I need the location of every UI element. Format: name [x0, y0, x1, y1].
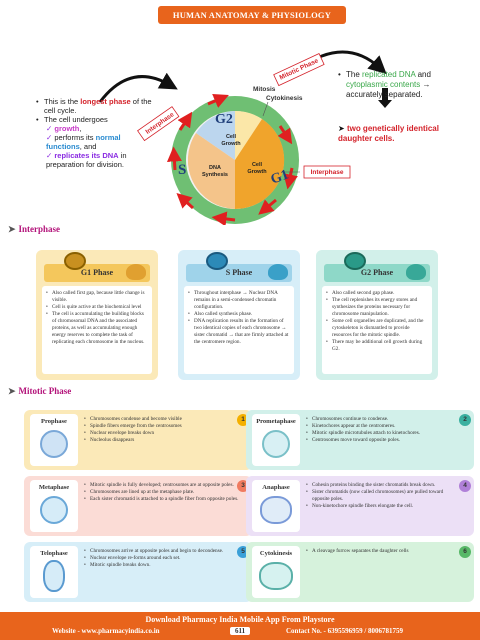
g2-sector	[196, 111, 235, 160]
cell-cycle-diagram	[98, 50, 392, 227]
g2-card: G2 Phase Also called second gap phase. T…	[316, 250, 438, 380]
note-longest-phase: This is the longest phase of the cell cy…	[36, 97, 154, 115]
g2-label: G2	[215, 112, 233, 127]
interphase-heading: ➤Interphase	[8, 224, 61, 234]
mitotic-heading: ➤Mitotic Phase	[8, 386, 72, 396]
cytokinesis-number: 6	[459, 546, 471, 558]
anaphase-card: Anaphase Cohesin proteins binding the si…	[246, 476, 474, 536]
cytokinesis-card: Cytokinesis A cleavage furrow separates …	[246, 542, 474, 602]
g1-cell-icon	[64, 252, 86, 270]
page-header: HUMAN ANATOMAY & PHYSIOLOGY	[158, 6, 346, 24]
footer-contact: Contact No. - 6395596959 / 8006781759	[286, 627, 404, 635]
g2-cell-icon	[344, 252, 366, 270]
metaphase-image: Metaphase	[30, 480, 78, 532]
prophase-card: Prophase Chromosomes condense and become…	[24, 410, 252, 470]
cytokinesis-cell-icon	[259, 562, 293, 590]
mitosis-sector	[235, 110, 262, 160]
telophase-card: Telophase Chromosomes arrive at opposite…	[24, 542, 252, 602]
telophase-image: Telophase	[30, 546, 78, 598]
g1-bullets: Also called first gap, because little ch…	[42, 286, 152, 374]
anaphase-image: Anaphase	[252, 480, 300, 532]
check-replicates-dna: ✓ replicates its DNA in preparation for …	[46, 151, 127, 169]
s-bullets: Throughout interphase → Nuclear DNA rema…	[184, 286, 294, 374]
metaphase-name: Metaphase	[38, 484, 70, 491]
prophase-bullets: Chromosomes condense and become visible …	[84, 416, 240, 444]
note-replicated-dna: The replicated DNA and cytoplasmic conte…	[338, 70, 458, 100]
g2-bullets: Also called second gap phase. The cell r…	[322, 286, 432, 374]
note-undergoes: The cell undergoes	[36, 115, 154, 124]
prometaphase-number: 2	[459, 414, 471, 426]
telophase-bullets: Chromosomes arrive at opposite poles and…	[84, 548, 240, 569]
cytokinesis-bullets: A cleavage furrow separates the daughter…	[306, 548, 462, 555]
cytokinesis-image: Cytokinesis	[252, 546, 300, 598]
prophase-name: Prophase	[41, 418, 67, 425]
metaphase-card: Metaphase Mitotic spindle is fully devel…	[24, 476, 252, 536]
s-label: S	[178, 162, 187, 178]
prometaphase-image: Prometaphase	[252, 414, 300, 466]
prometaphase-card: Prometaphase Chromosomes continue to con…	[246, 410, 474, 470]
g1-card: G1 Phase Also called first gap, because …	[36, 250, 158, 380]
footer-website[interactable]: Website - www.pharmacyindia.co.in	[52, 627, 160, 635]
g1-organism-icon	[126, 264, 146, 280]
prophase-image: Prophase	[30, 414, 78, 466]
prometaphase-bullets: Chromosomes continue to condense. Kineto…	[306, 416, 462, 444]
note-daughter-cells: ➤ two genetically identical daughter cel…	[338, 124, 439, 143]
anaphase-bullets: Cohesin proteins binding the sister chro…	[306, 482, 462, 510]
interphase-label: Interphase	[310, 169, 344, 176]
page-number: 611	[230, 627, 251, 635]
interphase-notes: This is the longest phase of the cell cy…	[36, 97, 154, 169]
s-sector	[187, 133, 235, 209]
s-cell-icon	[206, 252, 228, 270]
cell-cycle-figure: Interphase Mitotic Phase Mitosis Cytokin…	[0, 30, 480, 227]
check-normal-functions: ✓ performs its normal functions, and	[46, 133, 121, 151]
prometaphase-name: Prometaphase	[256, 418, 296, 425]
prometaphase-cell-icon	[262, 430, 290, 458]
s-card: S Phase Throughout interphase → Nuclear …	[178, 250, 300, 380]
cytokinesis-label: Cytokinesis	[266, 95, 303, 102]
mitotic-notes: The replicated DNA and cytoplasmic conte…	[338, 70, 458, 144]
anaphase-cell-icon	[260, 496, 292, 524]
dna-synthesis: DNA Synthesis	[202, 165, 228, 178]
anaphase-number: 4	[459, 480, 471, 492]
metaphase-bullets: Mitotic spindle is fully developed; cent…	[84, 482, 240, 503]
anaphase-name: Anaphase	[262, 484, 290, 491]
cell-growth-top: Cell Growth	[221, 134, 241, 147]
metaphase-cell-icon	[40, 496, 68, 524]
cell-growth-right: Cell Growth	[247, 162, 267, 175]
g2-organism-icon	[406, 264, 426, 280]
prophase-cell-icon	[40, 430, 68, 458]
cytokinesis-name: Cytokinesis	[259, 550, 293, 557]
telophase-name: Telophase	[40, 550, 68, 557]
page-footer: Download Pharmacy India Mobile App From …	[0, 612, 480, 640]
footer-download: Download Pharmacy India Mobile App From …	[145, 615, 335, 624]
check-growth: ✓ growth,	[46, 124, 82, 133]
telophase-cell-icon	[43, 560, 65, 592]
s-organism-icon	[268, 264, 288, 280]
mitosis-label: Mitosis	[253, 86, 276, 93]
g1-sector	[235, 119, 285, 210]
